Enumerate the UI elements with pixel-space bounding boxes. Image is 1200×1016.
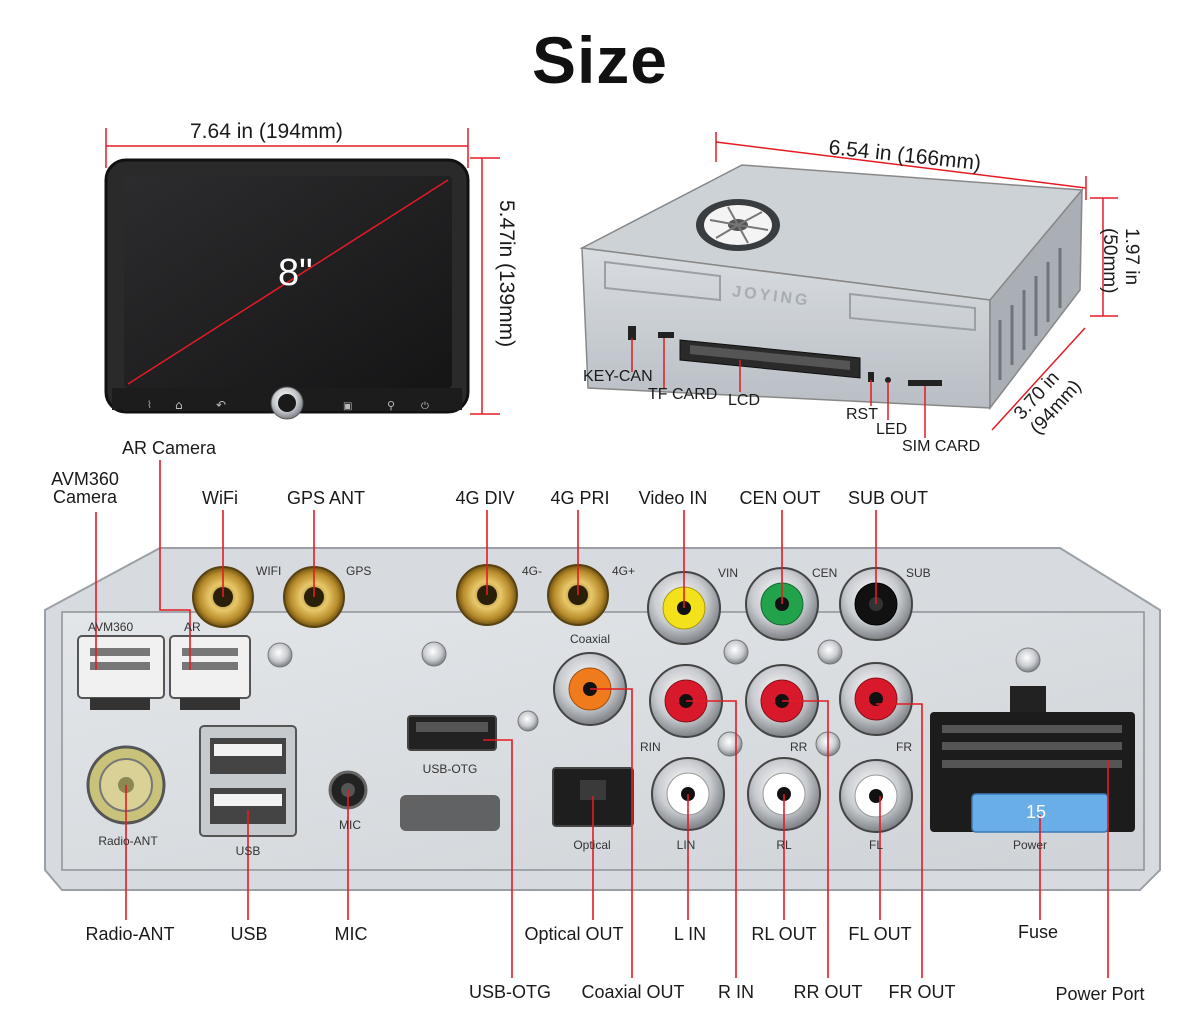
label-r-in: R IN xyxy=(718,982,754,1002)
panel-text-fr: FR xyxy=(896,740,912,754)
front-width-label: 7.64 in (194mm) xyxy=(190,120,343,143)
panel-text-coaxial: Coaxial xyxy=(569,632,611,646)
label-usb: USB xyxy=(230,924,268,944)
panel-text-sub: SUB xyxy=(906,566,931,580)
chassis-label-sim-card: SIM CARD xyxy=(902,438,981,455)
svg-text:⌂: ⌂ xyxy=(175,398,183,412)
label-fr-out: FR OUT xyxy=(888,982,956,1002)
panel-text-ar: AR xyxy=(184,620,201,634)
chassis-label-led: LED xyxy=(876,421,908,438)
chassis-label-key-can: KEY-CAN xyxy=(583,368,653,385)
label-gps-ant: GPS ANT xyxy=(286,488,366,508)
svg-text:⏻: ⏻ xyxy=(421,401,429,412)
panel-text-4g-minus: 4G- xyxy=(522,564,543,578)
chassis-label-rst: RST xyxy=(846,406,878,423)
label-4g-pri: 4G PRI xyxy=(550,488,610,508)
svg-text:▣: ▣ xyxy=(343,401,352,412)
panel-text-avm360: AVM360 xyxy=(88,620,134,634)
label-sub-out: SUB OUT xyxy=(847,488,929,508)
label-avm360-camera: AVM360 Camera xyxy=(51,469,119,507)
front-height-label: 5.47in (139mm) xyxy=(495,200,518,348)
panel-text-wifi: WIFI xyxy=(256,564,282,578)
chassis-label-tf-card: TF CARD xyxy=(648,386,718,403)
panel-text-rin: RIN xyxy=(640,740,661,754)
label-mic: MIC xyxy=(334,924,368,944)
panel-text-cen: CEN xyxy=(812,566,838,580)
label-l-in: L IN xyxy=(673,924,707,944)
label-video-in: Video IN xyxy=(638,488,708,508)
page-title: Size xyxy=(531,23,669,97)
panel-text-rr: RR xyxy=(790,740,808,754)
panel-text-mic: MIC xyxy=(339,818,361,832)
svg-text:⌇: ⌇ xyxy=(147,400,152,411)
label-cen-out: CEN OUT xyxy=(739,488,821,508)
panel-text-radio-ant: Radio-ANT xyxy=(98,834,158,848)
label-fuse: Fuse xyxy=(1017,922,1059,942)
callout-lines xyxy=(95,460,1109,978)
panel-text-vin: VIN xyxy=(718,566,739,580)
label-wifi: WiFi xyxy=(202,488,238,508)
label-usb-otg: USB-OTG xyxy=(468,982,552,1002)
label-optical-out: Optical OUT xyxy=(524,924,624,944)
panel-text-usb-otg: USB-OTG xyxy=(422,762,478,776)
panel-text-rl: RL xyxy=(776,838,792,852)
label-coaxial-out: Coaxial OUT xyxy=(581,982,685,1002)
chassis-box xyxy=(579,132,1118,438)
panel-text-optical: Optical xyxy=(573,838,611,852)
label-4g-div: 4G DIV xyxy=(455,488,515,508)
panel-text-gps: GPS xyxy=(346,564,372,578)
chassis-label-lcd: LCD xyxy=(728,392,761,409)
chassis-height-label: 1.97 in (50mm) xyxy=(1099,228,1142,294)
panel-text-usb: USB xyxy=(235,844,261,858)
label-fl-out: FL OUT xyxy=(848,924,912,944)
panel-text-lin: LIN xyxy=(676,838,696,852)
label-rr-out: RR OUT xyxy=(793,982,863,1002)
label-radio-ant: Radio-ANT xyxy=(85,924,175,944)
panel-text-power: Power xyxy=(1012,838,1048,852)
label-rl-out: RL OUT xyxy=(751,924,817,944)
label-ar-camera: AR Camera xyxy=(122,438,217,458)
svg-text:⚲: ⚲ xyxy=(387,399,395,412)
panel-text-4g-plus: 4G+ xyxy=(612,564,636,578)
svg-text:↶: ↶ xyxy=(216,398,226,412)
fuse-value: 15 xyxy=(1026,802,1047,822)
panel-text-fl: FL xyxy=(868,838,884,852)
screen-diagonal-label: 8" xyxy=(278,252,313,294)
label-power-port: Power Port xyxy=(1055,984,1145,1004)
head-unit-front: ⌇ ⌂ ↶ ▣ ⚲ ⏻ xyxy=(104,128,500,420)
